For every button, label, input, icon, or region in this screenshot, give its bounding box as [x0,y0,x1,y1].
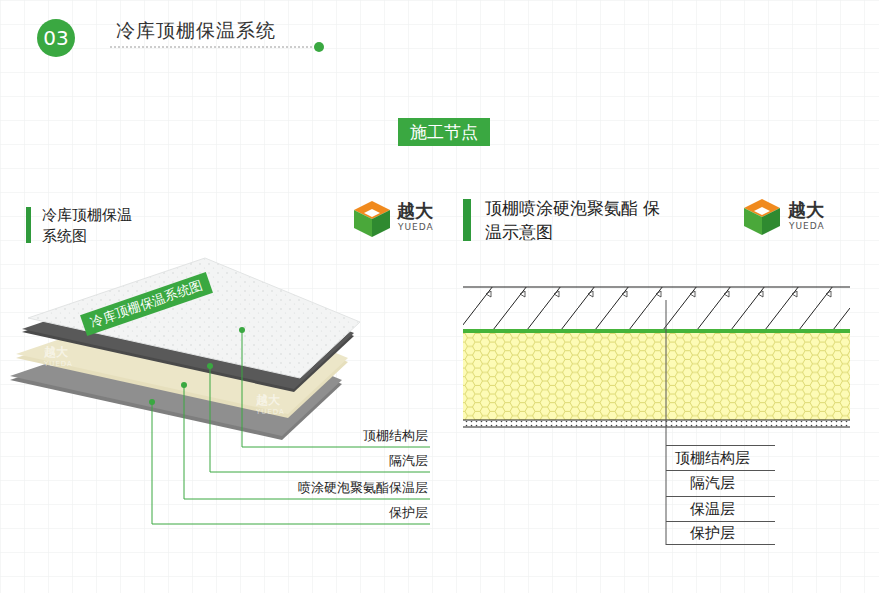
section-tag: 施工节点 [398,118,490,146]
callout-label: 喷涂硬泡聚氨酯保温层 [298,479,428,497]
callout-label: 保护层 [389,504,428,522]
layer-cell: 保护层 [666,521,775,545]
logo-subtext: YUEDA [398,222,434,232]
layer-cell: 顶棚结构层 [666,445,775,470]
page-title: 冷库顶棚保温系统 [116,18,276,44]
watermark: YUEDA [44,360,73,368]
node-text: 保温层 [690,500,735,519]
layer-cell: 隔汽层 [666,470,775,496]
node-text: 保护层 [690,524,735,543]
node-text: 施工节点 [410,121,478,144]
watermark: YUEDA [256,408,285,416]
callout-label: 隔汽层 [389,452,428,470]
watermark: 越大 [44,344,68,361]
number-circle: 03 [37,19,75,57]
node-text: 顶棚结构层 [675,449,750,468]
logo-text: 越大 [788,198,824,222]
layer-cell: 保温层 [666,496,775,521]
logo-text: 越大 [397,199,433,223]
watermark: 越大 [256,392,280,409]
logo-subtext: YUEDA [789,221,825,231]
node-text: 隔汽层 [690,474,735,493]
diagram-heading: 冷库顶棚保温 系统图 [42,205,146,247]
callout-label: 顶棚结构层 [363,427,428,445]
diagram-heading: 顶棚喷涂硬泡聚氨酯 保温示意图 [485,196,670,244]
node-text: 03 [43,26,68,50]
